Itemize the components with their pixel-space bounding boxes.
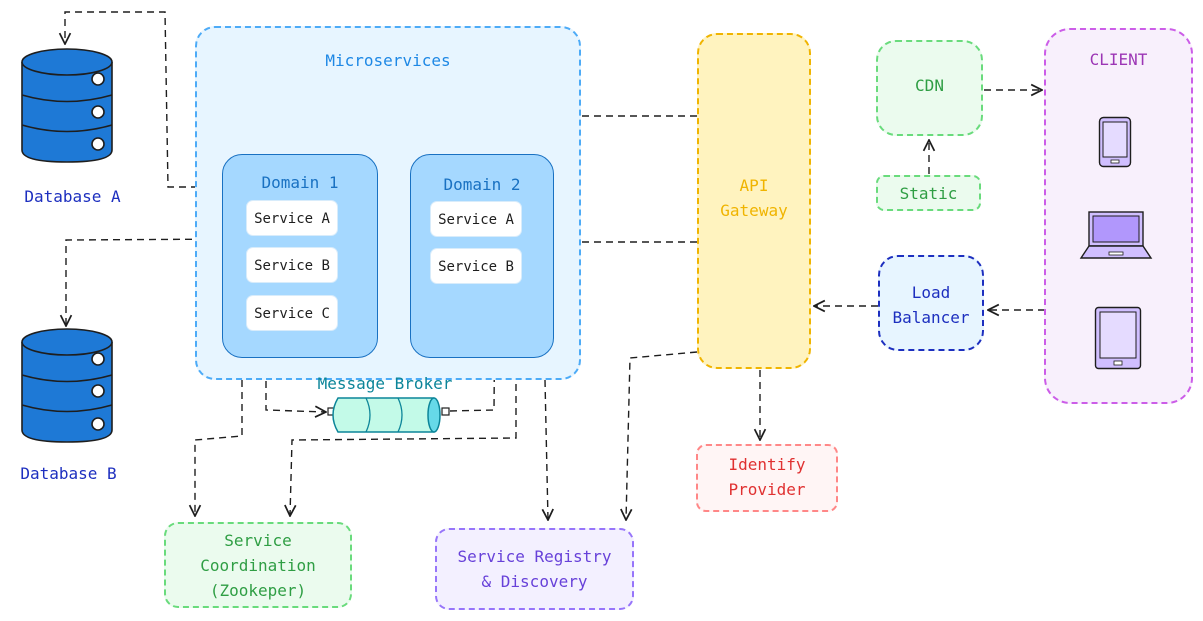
identify-provider-label: Identify Provider <box>728 455 806 499</box>
laptop-icon <box>1079 211 1153 259</box>
database-a-icon <box>21 48 113 163</box>
arrow-micro-to-coordination-2 <box>290 360 517 516</box>
domain-1-service-c[interactable]: Service C <box>246 295 338 331</box>
database-a-label: Database A <box>24 187 121 206</box>
api-gateway-box[interactable] <box>697 33 811 369</box>
arrow-gateway-to-registry <box>626 351 698 520</box>
database-b-icon <box>21 328 113 443</box>
tablet-icon <box>1094 306 1142 370</box>
database-b-label: Database B <box>20 464 117 483</box>
cdn-label: CDN <box>915 76 944 95</box>
arrow-micro-to-registry <box>545 379 548 520</box>
cdn-box[interactable] <box>876 40 983 136</box>
microservices-title: Microservices <box>325 51 451 70</box>
service-coordination-label: Service Coordination (Zookeper) <box>200 531 316 600</box>
domain-1-title: Domain 1 <box>261 173 339 192</box>
message-broker-icon <box>327 397 450 433</box>
domain-2-service-a[interactable]: Service A <box>430 201 522 237</box>
domain-1-service-b[interactable]: Service B <box>246 247 338 283</box>
static-box[interactable] <box>876 175 981 211</box>
api-gateway-label: API Gateway <box>720 176 788 220</box>
arrow-micro-to-coordination-1 <box>195 368 243 516</box>
domain-2-service-b[interactable]: Service B <box>430 248 522 284</box>
static-label: Static <box>899 184 958 203</box>
load-balancer-box[interactable] <box>878 255 984 351</box>
client-title: CLIENT <box>1089 50 1148 69</box>
phone-icon <box>1098 116 1132 168</box>
service-registry-label: Service Registry & Discovery <box>457 547 612 591</box>
identify-provider-box[interactable] <box>696 444 838 512</box>
arrow-domain1-to-database-a <box>65 11 222 188</box>
message-broker-label: Message Broker <box>317 374 453 393</box>
load-balancer-label: Load Balancer <box>892 283 970 327</box>
domain-2-title: Domain 2 <box>443 175 521 194</box>
service-registry-box[interactable] <box>435 528 634 610</box>
service-coordination-box[interactable] <box>164 522 352 608</box>
domain-1-service-a[interactable]: Service A <box>246 200 338 236</box>
